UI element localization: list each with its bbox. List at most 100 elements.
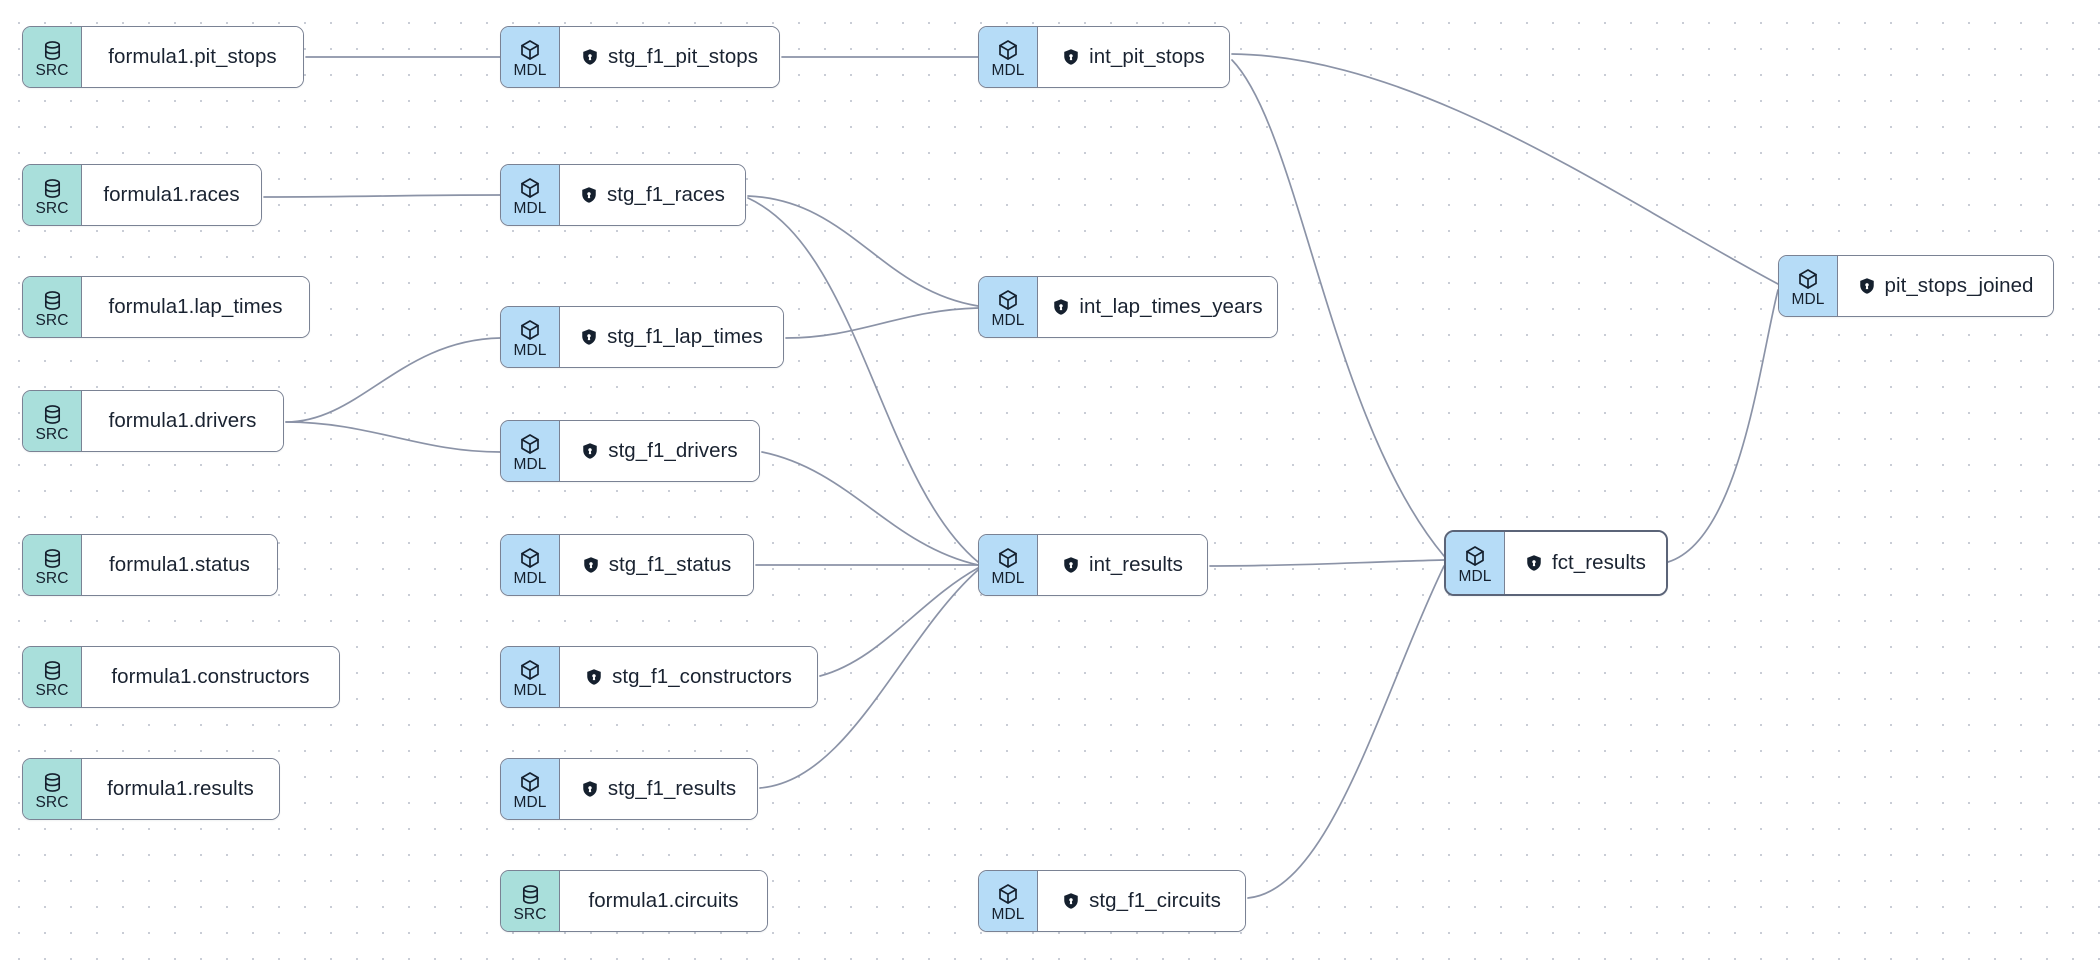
badge-label: MDL (513, 456, 547, 473)
cube-icon (1463, 544, 1487, 568)
badge-label: SRC (35, 425, 69, 443)
badge-label: SRC (513, 905, 547, 923)
node-label: int_pit_stops (1089, 45, 1205, 68)
node-int_pit_stops[interactable]: MDL int_pit_stops (978, 26, 1230, 88)
node-label: int_lap_times_years (1079, 295, 1263, 318)
badge-label: MDL (1458, 568, 1492, 585)
node-label: stg_f1_results (607, 777, 737, 800)
node-label: formula1.circuits (588, 889, 739, 912)
edge-src_drivers-to-stg_lap_times (285, 337, 501, 423)
model-badge: MDL (501, 647, 560, 707)
node-body: stg_f1_results (560, 759, 757, 819)
node-label: stg_f1_pit_stops (607, 45, 759, 68)
node-body: stg_f1_lap_times (560, 307, 783, 367)
node-label: stg_f1_lap_times (607, 325, 763, 348)
node-label: formula1.races (103, 183, 240, 206)
node-body: formula1.status (82, 535, 277, 595)
node-body: formula1.constructors (82, 647, 339, 707)
cube-icon (996, 288, 1020, 312)
node-stg_constructors[interactable]: MDL stg_f1_constructors (500, 646, 818, 708)
model-badge: MDL (979, 277, 1038, 337)
node-label: stg_f1_circuits (1089, 889, 1221, 912)
badge-label: SRC (35, 681, 69, 699)
model-badge: MDL (1446, 532, 1505, 594)
node-body: stg_f1_circuits (1038, 871, 1245, 931)
edge-stg_drivers-to-int_results (761, 451, 979, 566)
node-body: int_pit_stops (1038, 27, 1229, 87)
badge-label: SRC (35, 311, 69, 329)
cube-icon (518, 318, 542, 342)
node-body: stg_f1_constructors (560, 647, 817, 707)
model-badge: MDL (501, 307, 560, 367)
edge-stg_races-to-int_results (747, 197, 979, 563)
badge-label: MDL (513, 62, 547, 79)
source-badge: SRC (23, 165, 82, 225)
node-stg_races[interactable]: MDL stg_f1_races (500, 164, 746, 226)
shield-lock-icon (1062, 892, 1080, 910)
edge-stg_races-to-int_lap_times_years (747, 195, 979, 307)
edge-stg_lap_times-to-int_lap_times_years (785, 307, 979, 339)
edge-stg_circuits-to-fct_results (1247, 565, 1445, 899)
node-stg_drivers[interactable]: MDL stg_f1_drivers (500, 420, 760, 482)
node-stg_pit_stops[interactable]: MDL stg_f1_pit_stops (500, 26, 780, 88)
node-label: formula1.pit_stops (108, 45, 277, 68)
badge-label: MDL (1791, 291, 1825, 308)
badge-label: MDL (991, 62, 1025, 79)
node-label: stg_f1_status (608, 553, 732, 576)
node-src_drivers[interactable]: SRC formula1.drivers (22, 390, 284, 452)
node-int_lap_times_years[interactable]: MDL int_lap_times_years (978, 276, 1278, 338)
node-body: stg_f1_pit_stops (560, 27, 779, 87)
node-label: formula1.drivers (108, 409, 257, 432)
node-src_circuits[interactable]: SRC formula1.circuits (500, 870, 768, 932)
shield-lock-icon (1052, 298, 1070, 316)
edge-src_races-to-stg_races (263, 194, 501, 198)
node-src_constructors[interactable]: SRC formula1.constructors (22, 646, 340, 708)
cube-icon (518, 658, 542, 682)
model-badge: MDL (501, 165, 560, 225)
shield-lock-icon (585, 668, 603, 686)
node-stg_status[interactable]: MDL stg_f1_status (500, 534, 754, 596)
source-badge: SRC (23, 759, 82, 819)
source-badge: SRC (23, 647, 82, 707)
node-src_races[interactable]: SRC formula1.races (22, 164, 262, 226)
node-body: formula1.circuits (560, 871, 767, 931)
cube-icon (996, 882, 1020, 906)
node-label: stg_f1_races (607, 183, 725, 206)
shield-lock-icon (1858, 277, 1876, 295)
node-label: stg_f1_constructors (612, 665, 792, 688)
source-badge: SRC (501, 871, 560, 931)
badge-label: MDL (513, 570, 547, 587)
model-badge: MDL (979, 535, 1038, 595)
badge-label: MDL (513, 682, 547, 699)
cube-icon (518, 38, 542, 62)
node-body: formula1.pit_stops (82, 27, 303, 87)
badge-label: SRC (35, 793, 69, 811)
shield-lock-icon (1525, 554, 1543, 572)
node-body: stg_f1_drivers (560, 421, 759, 481)
model-badge: MDL (1779, 256, 1838, 316)
node-stg_lap_times[interactable]: MDL stg_f1_lap_times (500, 306, 784, 368)
shield-lock-icon (1062, 48, 1080, 66)
shield-lock-icon (580, 186, 598, 204)
node-label: formula1.status (109, 553, 250, 576)
edge-int_pit_stops-to-pit_stops_joined (1231, 53, 1779, 285)
source-badge: SRC (23, 277, 82, 337)
cube-icon (996, 546, 1020, 570)
database-cylinder-icon (41, 771, 64, 794)
cube-icon (518, 432, 542, 456)
model-badge: MDL (979, 27, 1038, 87)
badge-label: SRC (35, 199, 69, 217)
database-cylinder-icon (41, 177, 64, 200)
model-badge: MDL (501, 535, 560, 595)
